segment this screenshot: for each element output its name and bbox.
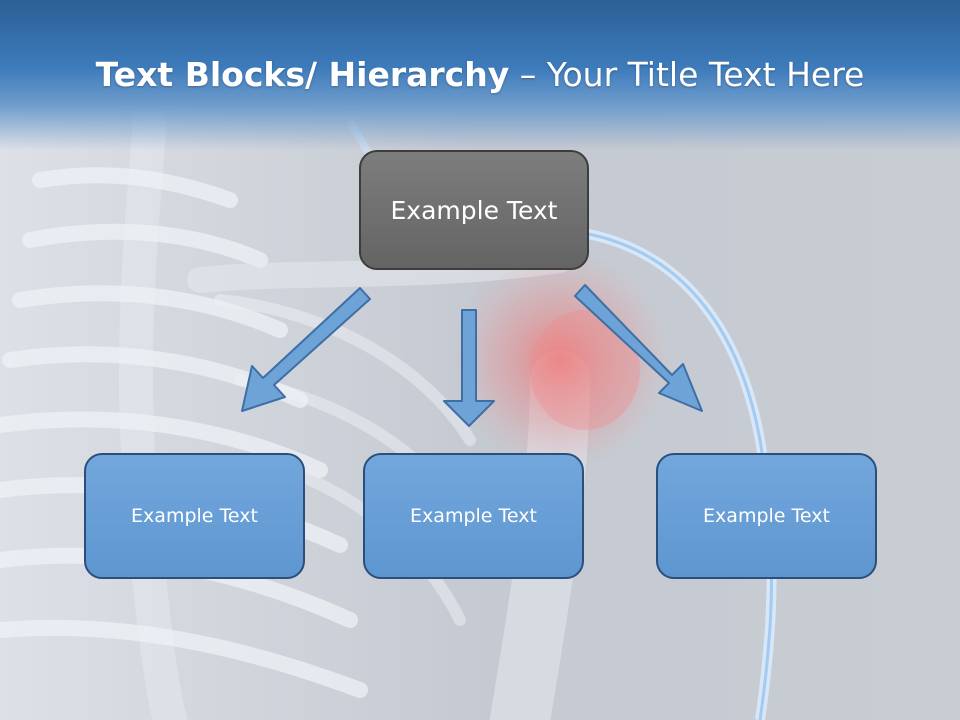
child-text-block-middle[interactable]: Example Text xyxy=(363,453,584,579)
child-text-label: Example Text xyxy=(131,505,258,527)
child-text-block-right[interactable]: Example Text xyxy=(656,453,877,579)
arrow-to-right-child[interactable] xyxy=(574,284,703,412)
child-text-block-left[interactable]: Example Text xyxy=(84,453,305,579)
slide-title-bold: Text Blocks/ Hierarchy xyxy=(95,55,510,94)
arrow-to-middle-child[interactable] xyxy=(443,309,495,427)
child-text-label: Example Text xyxy=(410,505,537,527)
root-text-label: Example Text xyxy=(390,195,558,225)
arrow-to-left-child[interactable] xyxy=(241,287,371,412)
child-text-label: Example Text xyxy=(703,505,830,527)
title-band xyxy=(0,0,960,150)
slide-title[interactable]: Text Blocks/ Hierarchy – Your Title Text… xyxy=(0,52,960,98)
slide-title-rest: – Your Title Text Here xyxy=(509,55,865,94)
root-text-block[interactable]: Example Text xyxy=(359,150,589,270)
